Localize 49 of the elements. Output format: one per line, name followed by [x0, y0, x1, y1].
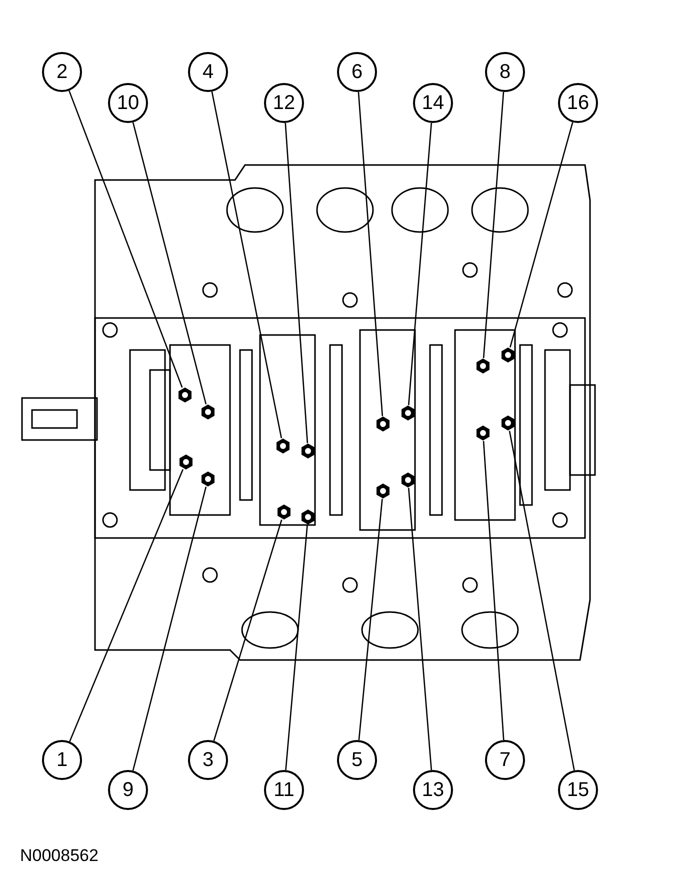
leader-line	[213, 519, 282, 742]
callout-number: 11	[264, 770, 304, 810]
callout-number: 7	[485, 740, 525, 780]
callout-number: 4	[188, 52, 228, 92]
callout-number: 9	[108, 770, 148, 810]
callout-number: 13	[413, 770, 453, 810]
leader-line	[211, 91, 282, 438]
callout-number: 15	[558, 770, 598, 810]
leader-line	[482, 92, 504, 358]
leader-line	[482, 440, 504, 740]
leader-line	[68, 90, 183, 388]
callout-number: 12	[264, 83, 304, 123]
leader-line	[132, 122, 207, 404]
figure-code: N0008562	[20, 846, 98, 866]
callout-number: 2	[42, 52, 82, 92]
leader-line	[408, 488, 432, 770]
bolt-icon	[300, 509, 316, 525]
callout-number: 6	[337, 52, 377, 92]
callout-number: 1	[42, 740, 82, 780]
leader-line	[408, 122, 432, 406]
bolt-icon	[475, 358, 491, 374]
leader-line	[285, 524, 308, 770]
callout-number: 16	[558, 83, 598, 123]
callout-number: 3	[188, 740, 228, 780]
bolt-icon	[177, 387, 193, 403]
callout-number: 14	[413, 83, 453, 123]
callout-number: 10	[108, 83, 148, 123]
bolt-icon	[275, 438, 291, 454]
leader-line	[508, 430, 575, 770]
bolt-icon	[500, 415, 516, 431]
bolt-icon	[300, 443, 316, 459]
bolt-icon	[475, 425, 491, 441]
bolt-icon	[375, 416, 391, 432]
bolt-icon	[200, 471, 216, 487]
bolt-icon	[400, 405, 416, 421]
leader-line	[510, 122, 574, 348]
bolt-icon	[276, 504, 292, 520]
leader-line	[358, 498, 383, 740]
bolt-icon	[200, 404, 216, 420]
leader-line	[132, 486, 207, 771]
leader-line	[69, 469, 184, 742]
bolt-icon	[178, 454, 194, 470]
callout-number: 5	[337, 740, 377, 780]
bolt-icon	[500, 347, 516, 363]
callout-number: 8	[485, 52, 525, 92]
leader-line	[284, 122, 308, 444]
leader-line	[358, 92, 384, 416]
bolt-icon	[400, 472, 416, 488]
bolt-icon	[375, 483, 391, 499]
